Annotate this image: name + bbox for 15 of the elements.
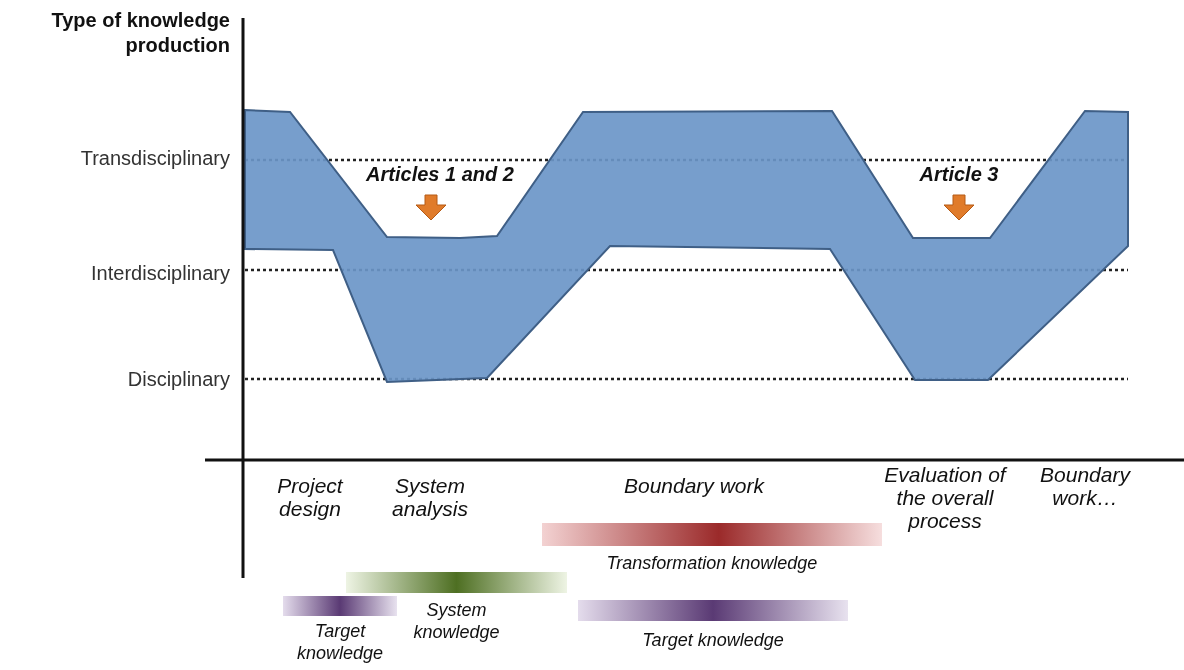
- phase-label: System analysis: [391, 474, 469, 521]
- phase-label: Project design: [276, 474, 345, 521]
- bar-label: Transformation knowledge: [605, 553, 819, 575]
- phase-label: Boundary work: [622, 474, 766, 498]
- axis-title: Type of knowledge production: [50, 8, 230, 58]
- annotation-label: Article 3: [918, 163, 1000, 185]
- phase-label: Evaluation of the overall process: [883, 463, 1009, 533]
- bar-label: Target knowledge: [295, 621, 385, 665]
- axis-label: Interdisciplinary: [90, 262, 230, 284]
- bar-label: System knowledge: [412, 600, 501, 644]
- axis-label: Transdisciplinary: [79, 147, 230, 169]
- bar-label: Target knowledge: [641, 630, 785, 652]
- phase-label: Boundary work…: [1039, 463, 1132, 510]
- axis-label: Disciplinary: [126, 368, 230, 390]
- annotation-label: Articles 1 and 2: [365, 163, 515, 185]
